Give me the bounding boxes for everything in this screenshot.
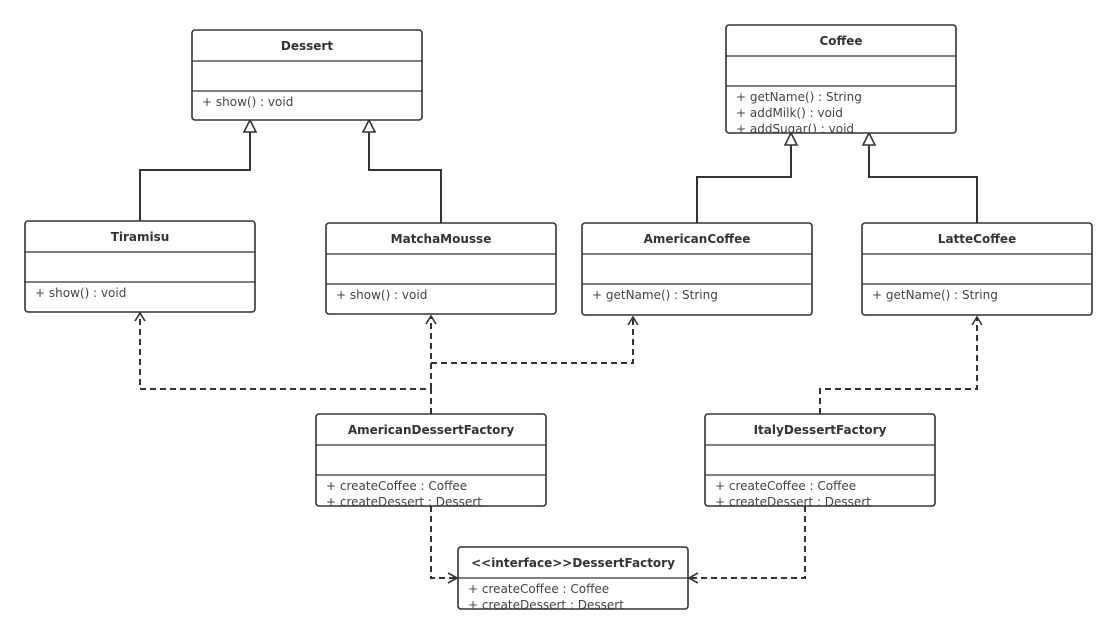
- realization-italy-dessertfactory: [690, 506, 806, 579]
- class-method: + createDessert : Dessert: [715, 495, 871, 509]
- class-method: + addMilk() : void: [736, 106, 843, 120]
- class-lattecoffee[interactable]: LatteCoffee + getName() : String: [861, 222, 1093, 316]
- class-method: + createCoffee : Coffee: [326, 479, 467, 493]
- dependency-american-americancoffee: [431, 317, 634, 364]
- dependency-italy-lattecoffee: [819, 317, 978, 414]
- class-box: [24, 220, 256, 313]
- realization-american-dessertfactory: [430, 506, 456, 579]
- realization-arrowhead-icon: [687, 572, 699, 584]
- generalization-arrowhead-icon: [783, 131, 799, 146]
- class-name: Tiramisu: [111, 230, 170, 244]
- dependency-american-tiramisu: [139, 314, 432, 414]
- class-method: + getName() : String: [592, 288, 718, 302]
- class-method: + createDessert : Dessert: [326, 495, 482, 509]
- generalization-arrowhead-icon: [242, 118, 258, 133]
- class-name: LatteCoffee: [938, 232, 1016, 246]
- class-box: [704, 413, 936, 507]
- dependency-arrowhead-icon: [971, 315, 983, 326]
- class-name: <<interface>>DessertFactory: [471, 556, 675, 570]
- generalization-lattecoffee-coffee: [868, 145, 978, 223]
- class-italydessertfactory[interactable]: ItalyDessertFactory + createCoffee : Coff…: [704, 413, 936, 509]
- class-box: [191, 29, 423, 121]
- class-method: + show() : void: [336, 288, 427, 302]
- class-americancoffee[interactable]: AmericanCoffee + getName() : String: [581, 222, 813, 316]
- class-name: AmericanCoffee: [644, 232, 751, 246]
- class-box: [861, 222, 1093, 316]
- classes: Dessert + show() : void Coffee + getName() …: [24, 24, 1093, 612]
- dependency-arrowhead-icon: [425, 314, 437, 325]
- generalization-arrowhead-icon: [361, 118, 377, 133]
- generalization-tiramisu-dessert: [139, 132, 251, 221]
- class-method: + createCoffee : Coffee: [468, 582, 609, 596]
- dependency-arrowhead-icon: [627, 315, 639, 326]
- generalization-americancoffee-coffee: [696, 145, 792, 223]
- class-method: + createCoffee : Coffee: [715, 479, 856, 493]
- class-box: [325, 222, 557, 315]
- class-method: + show() : void: [202, 95, 293, 109]
- class-name: AmericanDessertFactory: [348, 423, 514, 437]
- class-coffee[interactable]: Coffee + getName() : String + addMilk() : …: [725, 24, 957, 136]
- class-name: MatchaMousse: [391, 232, 492, 246]
- relations: [134, 118, 983, 584]
- class-name: Coffee: [819, 34, 862, 48]
- class-box: [315, 413, 547, 507]
- class-method: + addSugar() : void: [736, 122, 854, 136]
- class-method: + getName() : String: [736, 90, 862, 104]
- class-dessert[interactable]: Dessert + show() : void: [191, 29, 423, 121]
- class-tiramisu[interactable]: Tiramisu + show() : void: [24, 220, 256, 313]
- generalization-matchamousse-dessert: [368, 132, 442, 223]
- class-matchamousse[interactable]: MatchaMousse + show() : void: [325, 222, 557, 315]
- class-name: Dessert: [281, 39, 333, 53]
- class-method: + createDessert : Dessert: [468, 598, 624, 612]
- class-name: ItalyDessertFactory: [754, 423, 887, 437]
- class-method: + getName() : String: [872, 288, 998, 302]
- class-method: + show() : void: [35, 286, 126, 300]
- realization-arrowhead-icon: [447, 572, 459, 584]
- class-dessertfactory[interactable]: <<interface>>DessertFactory + createCoffe…: [457, 546, 689, 612]
- class-box: [725, 24, 957, 134]
- generalization-arrowhead-icon: [861, 131, 877, 146]
- class-box: [581, 222, 813, 316]
- class-americandessertfactory[interactable]: AmericanDessertFactory + createCoffee : C…: [315, 413, 547, 509]
- dependency-arrowhead-icon: [134, 311, 146, 322]
